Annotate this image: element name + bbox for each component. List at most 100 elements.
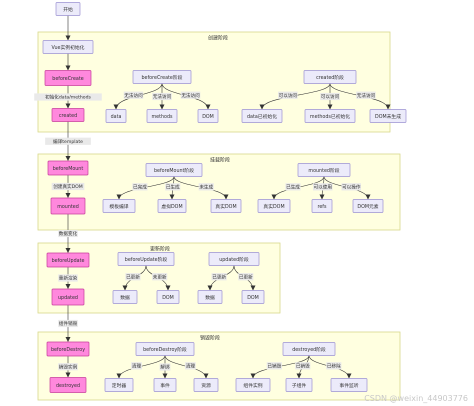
node-label: beforeMount阶段 xyxy=(154,167,194,174)
edge-label: 初始化data/methods xyxy=(34,93,102,101)
node-label: methods已初始化 xyxy=(310,113,350,120)
node-label: data xyxy=(111,114,122,120)
node-label: mounted xyxy=(57,204,79,210)
node-vue-init: Vue实例初始化 xyxy=(42,40,94,54)
node-bm-stage: beforeMount阶段 xyxy=(145,163,203,177)
node-mounted: mounted xyxy=(50,197,86,215)
node-bc-dom: DOM xyxy=(197,109,219,123)
svg-text:已生成: 已生成 xyxy=(166,184,180,191)
node-label: 资源 xyxy=(201,382,211,389)
node-beforeCreate: beforeCreate xyxy=(44,70,92,86)
svg-text:数据变化: 数据变化 xyxy=(59,230,78,237)
svg-text:重新渲染: 重新渲染 xyxy=(59,275,78,282)
svg-text:可以使用: 可以使用 xyxy=(314,184,333,191)
node-cr-methods: methods已初始化 xyxy=(304,109,356,123)
node-bc-methods: methods xyxy=(146,109,178,123)
node-label: beforeCreate阶段 xyxy=(142,74,183,81)
watermark-text: CSDN @weixin_44903776 xyxy=(364,394,468,403)
node-start: 开始 xyxy=(55,2,81,16)
node-label: created xyxy=(59,113,77,119)
edge-label: 已更新 xyxy=(238,273,254,280)
node-label: beforeMount xyxy=(53,166,84,172)
edge-label: 无法访问 xyxy=(123,91,144,99)
node-label: refs xyxy=(317,204,327,210)
node-destroyed: destroyed xyxy=(49,377,87,393)
svg-text:未更新: 未更新 xyxy=(153,273,167,280)
svg-text:清理: 清理 xyxy=(132,363,142,370)
edge-label: 无法访问 xyxy=(356,91,376,99)
svg-text:初始化data/methods: 初始化data/methods xyxy=(45,94,91,101)
node-label: beforeCreate xyxy=(52,76,83,82)
node-mt-stage: mounted阶段 xyxy=(297,163,351,177)
edge-label: 可以访问 xyxy=(278,91,298,99)
edge-label: 重新渲染 xyxy=(58,274,78,282)
node-beforeUpdate: beforeUpdate xyxy=(46,252,90,268)
phase-title: 挂载阶段 xyxy=(210,157,230,164)
node-label: updated xyxy=(58,295,78,301)
edge-label: 清理 xyxy=(131,362,142,370)
edge-bd_stage-to-bd_timer xyxy=(116,355,166,379)
edge-label: 未更新 xyxy=(152,273,168,280)
svg-text:已更新: 已更新 xyxy=(239,273,253,280)
node-ds-listener: 事件监听 xyxy=(330,378,368,392)
edge-label: 编译template xyxy=(45,137,91,145)
edge-label: 组件销毁 xyxy=(58,319,78,327)
node-ud-stage: updated阶段 xyxy=(208,252,260,266)
svg-text:无法访问: 无法访问 xyxy=(153,93,172,100)
svg-text:编译template: 编译template xyxy=(53,138,83,145)
svg-text:已完成: 已完成 xyxy=(133,184,147,191)
svg-text:已生成: 已生成 xyxy=(286,184,300,191)
svg-text:解绑: 解绑 xyxy=(160,364,170,371)
node-bu-dom: DOM xyxy=(156,290,180,304)
edge-label: 已生成 xyxy=(165,183,181,191)
node-label: beforeDestroy阶段 xyxy=(143,346,187,353)
edge-label: 数据变化 xyxy=(58,229,78,237)
node-mt-rdom: 真实DOM xyxy=(257,199,291,213)
node-label: 事件 xyxy=(160,382,170,389)
edge-label: 已完成 xyxy=(132,183,148,191)
edge-label: 已更新 xyxy=(125,273,141,280)
node-bc-stage: beforeCreate阶段 xyxy=(132,70,192,84)
node-bm-rdom: 真实DOM xyxy=(210,199,242,213)
svg-text:已更新: 已更新 xyxy=(212,273,226,280)
edge-label: 无法访问 xyxy=(152,92,172,100)
svg-text:已移除: 已移除 xyxy=(327,363,341,370)
edge-label: 已销毁 xyxy=(295,362,311,370)
node-mt-el: DOM元素 xyxy=(352,199,384,213)
svg-text:组件销毁: 组件销毁 xyxy=(59,320,78,327)
node-cr-dom: DOM未生成 xyxy=(369,109,407,123)
node-bm-compile: 模板编译 xyxy=(102,199,136,213)
svg-text:已更新: 已更新 xyxy=(126,273,140,280)
edge-label: 已移除 xyxy=(326,362,342,370)
node-label: updated阶段 xyxy=(219,256,249,263)
node-cr-data: data已初始化 xyxy=(241,109,283,123)
node-bd-stage: beforeDestroy阶段 xyxy=(135,342,195,356)
node-beforeDestroy: beforeDestroy xyxy=(46,341,90,357)
node-label: 事件监听 xyxy=(339,382,358,389)
svg-text:可以访问: 可以访问 xyxy=(321,93,340,100)
node-ud-data: 数据 xyxy=(197,290,223,304)
node-label: destroyed阶段 xyxy=(292,346,326,353)
node-ud-dom: DOM xyxy=(241,290,265,304)
node-label: mounted阶段 xyxy=(308,167,339,174)
node-label: methods xyxy=(151,114,173,120)
node-label: 组件实例 xyxy=(243,382,262,389)
node-label: destroyed xyxy=(56,383,80,389)
svg-text:无法访问: 无法访问 xyxy=(357,92,376,99)
svg-text:可以操作: 可以操作 xyxy=(342,184,361,191)
node-label: DOM xyxy=(202,114,214,120)
svg-text:销毁实例: 销毁实例 xyxy=(59,363,78,370)
node-label: DOM未生成 xyxy=(375,113,401,120)
node-label: 真实DOM xyxy=(215,203,236,210)
svg-text:创建真实DOM: 创建真实DOM xyxy=(53,183,83,190)
svg-text:可以访问: 可以访问 xyxy=(279,92,298,99)
svg-text:清理: 清理 xyxy=(186,363,196,370)
node-updated: updated xyxy=(51,288,85,306)
node-ds-child: 子组件 xyxy=(285,378,313,392)
node-label: Vue实例初始化 xyxy=(52,44,85,51)
svg-text:已销毁: 已销毁 xyxy=(296,363,310,370)
node-label: 虚拟DOM xyxy=(161,203,182,210)
node-label: DOM元素 xyxy=(357,203,378,210)
svg-text:未生成: 未生成 xyxy=(199,184,213,191)
edge-label: 已生成 xyxy=(285,183,301,191)
